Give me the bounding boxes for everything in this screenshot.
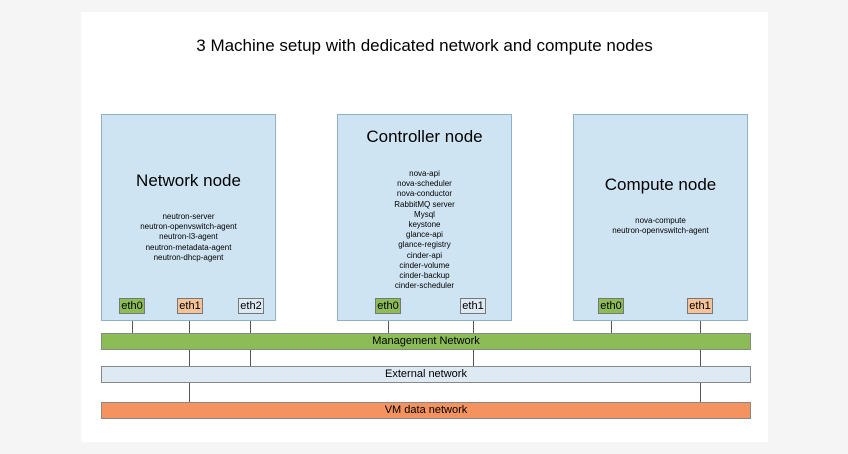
service-label: cinder-backup bbox=[399, 271, 450, 281]
service-label: nova-compute bbox=[635, 216, 686, 225]
service-label: neutron-openvswitch-agent bbox=[612, 226, 709, 236]
service-label: Mysql bbox=[414, 209, 435, 219]
diagram-canvas: 3 Machine setup with dedicated network a… bbox=[81, 12, 768, 442]
network-eth1-port: eth1 bbox=[177, 298, 203, 314]
service-label: nova-api bbox=[409, 169, 440, 178]
external-network-bar: External network bbox=[101, 366, 751, 383]
compute-node: Compute node nova-compute neutron-openvs… bbox=[573, 114, 748, 321]
network-eth2-port: eth2 bbox=[238, 298, 264, 314]
service-label: neutron-openvswitch-agent bbox=[140, 222, 237, 232]
service-label: nova-scheduler bbox=[397, 179, 452, 189]
service-label: cinder-scheduler bbox=[394, 281, 455, 291]
network-eth1-link bbox=[189, 318, 190, 407]
service-label: neutron-l3-agent bbox=[159, 232, 218, 242]
service-label: neutron-dhcp-agent bbox=[153, 252, 224, 262]
service-label: RabbitMQ server bbox=[394, 199, 455, 209]
service-label: nova-conductor bbox=[396, 189, 453, 199]
controller-eth1-port: eth1 bbox=[460, 298, 486, 314]
service-label: glance-api bbox=[406, 230, 443, 240]
service-label: cinder-api bbox=[406, 250, 443, 260]
service-label: cinder-volume bbox=[399, 260, 450, 270]
compute-eth1-port: eth1 bbox=[687, 298, 713, 314]
controller-node: Controller node nova-api nova-scheduler … bbox=[337, 114, 512, 321]
network-eth0-link bbox=[132, 318, 133, 334]
management-network-bar: Management Network bbox=[101, 333, 751, 350]
network-node-services: neutron-server neutron-openvswitch-agent… bbox=[102, 212, 275, 263]
compute-eth0-port: eth0 bbox=[598, 298, 624, 314]
controller-eth0-port: eth0 bbox=[375, 298, 401, 314]
diagram-title: 3 Machine setup with dedicated network a… bbox=[196, 36, 653, 55]
compute-node-services: nova-compute neutron-openvswitch-agent bbox=[574, 216, 747, 236]
vm-data-network-bar: VM data network bbox=[101, 402, 751, 419]
compute-eth0-link bbox=[611, 318, 612, 334]
controller-eth0-link bbox=[388, 318, 389, 334]
controller-node-services: nova-api nova-scheduler nova-conductor R… bbox=[338, 169, 511, 291]
service-label: neutron-metadata-agent bbox=[145, 242, 232, 252]
service-label: neutron-server bbox=[162, 212, 215, 221]
controller-node-title: Controller node bbox=[366, 127, 483, 146]
network-eth0-port: eth0 bbox=[119, 298, 145, 314]
compute-node-title: Compute node bbox=[604, 175, 717, 194]
network-node-title: Network node bbox=[136, 171, 241, 190]
compute-eth1-link bbox=[700, 318, 701, 407]
service-label: keystone bbox=[408, 220, 441, 230]
network-node: Network node neutron-server neutron-open… bbox=[101, 114, 276, 321]
service-label: glance-registry bbox=[398, 240, 451, 250]
